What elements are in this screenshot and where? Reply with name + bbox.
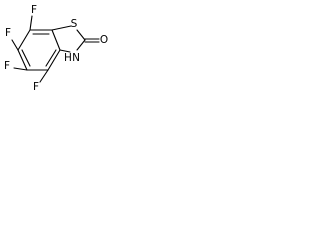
bond-c2-n [76,39,86,51]
bond-c5-f [13,67,28,71]
atom-nitrogen: N [72,52,80,64]
bond-c6-f [11,39,19,51]
bond-c7a-c3a [51,29,61,51]
thiazolone-ring [51,25,100,53]
bond-c3a-c4 [47,49,61,71]
bond-c5-c6 [17,49,28,71]
molecule-structure: F F F F S H N O [4,4,108,92]
atom-sulfur: S [71,18,78,30]
fluorine-bonds [11,15,49,83]
bond-n-c3a [59,49,71,53]
bond-s-c2 [76,29,86,41]
atom-f-top: F [31,4,37,16]
double-bond-c5-c6 [21,49,31,67]
atom-f-lower-left: F [4,60,10,72]
atom-oxygen: O [100,34,108,46]
bond-c6-c7 [17,29,31,51]
atom-nitrogen-hydrogen: H [64,52,72,64]
bond-c7a-s [51,25,72,31]
benzene-ring [17,29,61,71]
bond-c7-f [29,15,33,31]
bond-c4-f [39,69,49,83]
double-bond-c3a-c4 [45,49,57,67]
atom-f-bottom: F [33,81,39,92]
atom-f-upper-left: F [5,27,11,39]
